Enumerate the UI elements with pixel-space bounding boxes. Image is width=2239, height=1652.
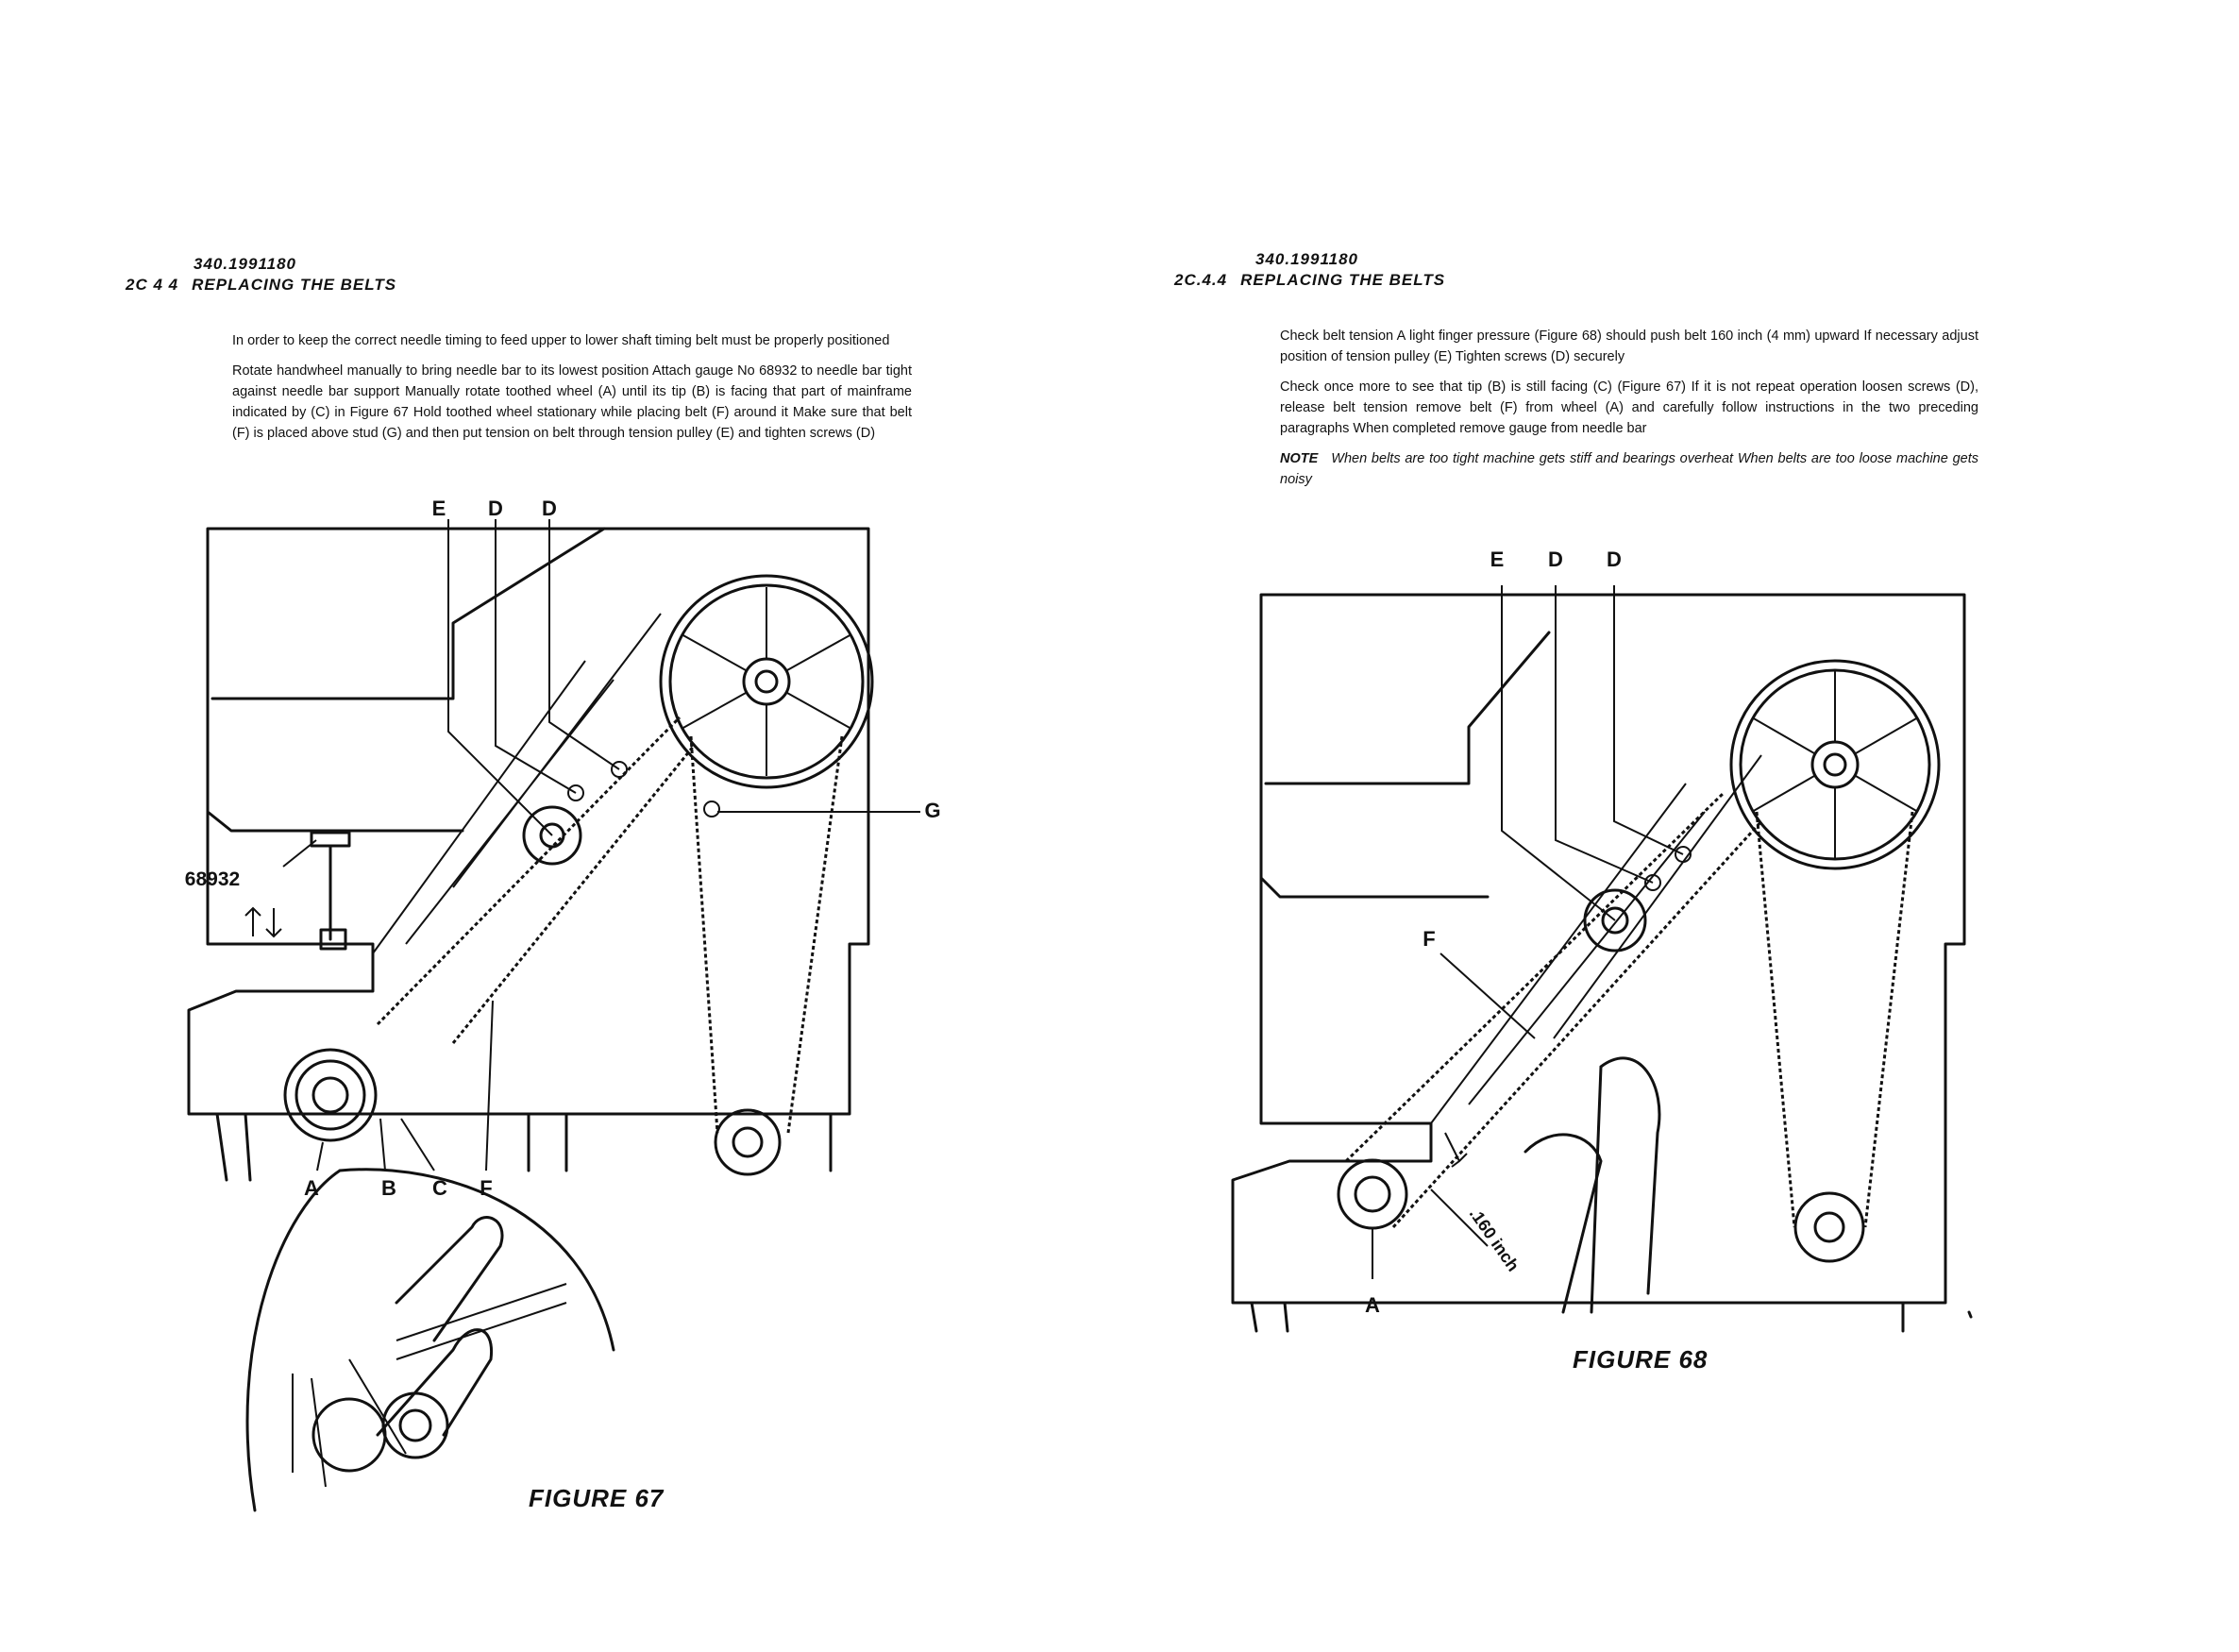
- label-f: F: [1423, 927, 1435, 951]
- doc-number: 340.1991180: [194, 255, 297, 273]
- figure-caption: FIGURE 68: [1573, 1345, 1709, 1374]
- section-title: REPLACING THE BELTS: [1240, 271, 1446, 289]
- body-text: Check belt tension A light finger pressu…: [1280, 326, 1978, 499]
- label-a: A: [304, 1176, 319, 1200]
- label-g: G: [924, 799, 940, 822]
- note-label: NOTE: [1280, 451, 1319, 466]
- label-d: D: [488, 497, 503, 520]
- label-e: E: [1490, 548, 1505, 571]
- body-text: In order to keep the correct needle timi…: [232, 330, 912, 453]
- label-gauge: 68932: [185, 868, 240, 890]
- label-d: D: [542, 497, 557, 520]
- section-heading: 2C 4 4 REPLACING THE BELTS: [126, 276, 396, 295]
- paragraph: Check once more to see that tip (B) is s…: [1280, 379, 1978, 436]
- section-number: 2C.4.4: [1174, 271, 1228, 289]
- label-f: F: [480, 1176, 492, 1200]
- paragraph: Check belt tension A light finger pressu…: [1280, 329, 1978, 364]
- label-d: D: [1607, 548, 1622, 571]
- right-page: 340.1991180 2C.4.4 REPLACING THE BELTS Ch…: [1120, 0, 2239, 1652]
- section-heading: 2C.4.4 REPLACING THE BELTS: [1174, 271, 1445, 290]
- figure-68-drawing: E D D F A .160 inch: [1231, 548, 1973, 1333]
- figure-caption: FIGURE 67: [529, 1484, 665, 1512]
- label-e: E: [432, 497, 446, 520]
- label-d: D: [1548, 548, 1563, 571]
- note-text: When belts are too tight machine gets st…: [1280, 451, 1978, 487]
- paragraph: In order to keep the correct needle timi…: [232, 333, 890, 348]
- doc-number: 340.1991180: [1255, 250, 1359, 268]
- section-title: REPLACING THE BELTS: [192, 276, 397, 294]
- label-a: A: [1365, 1293, 1380, 1317]
- left-page: 340.1991180 2C 4 4 REPLACING THE BELTS In…: [126, 255, 941, 1512]
- paragraph: Rotate handwheel manually to bring needl…: [232, 363, 912, 441]
- label-measure: .160 inch: [1466, 1205, 1524, 1275]
- section-number: 2C 4 4: [126, 276, 179, 294]
- label-c: C: [432, 1176, 447, 1200]
- label-b: B: [381, 1176, 396, 1200]
- figure-67-drawing: E D D G 68932 A B C F: [185, 497, 941, 1512]
